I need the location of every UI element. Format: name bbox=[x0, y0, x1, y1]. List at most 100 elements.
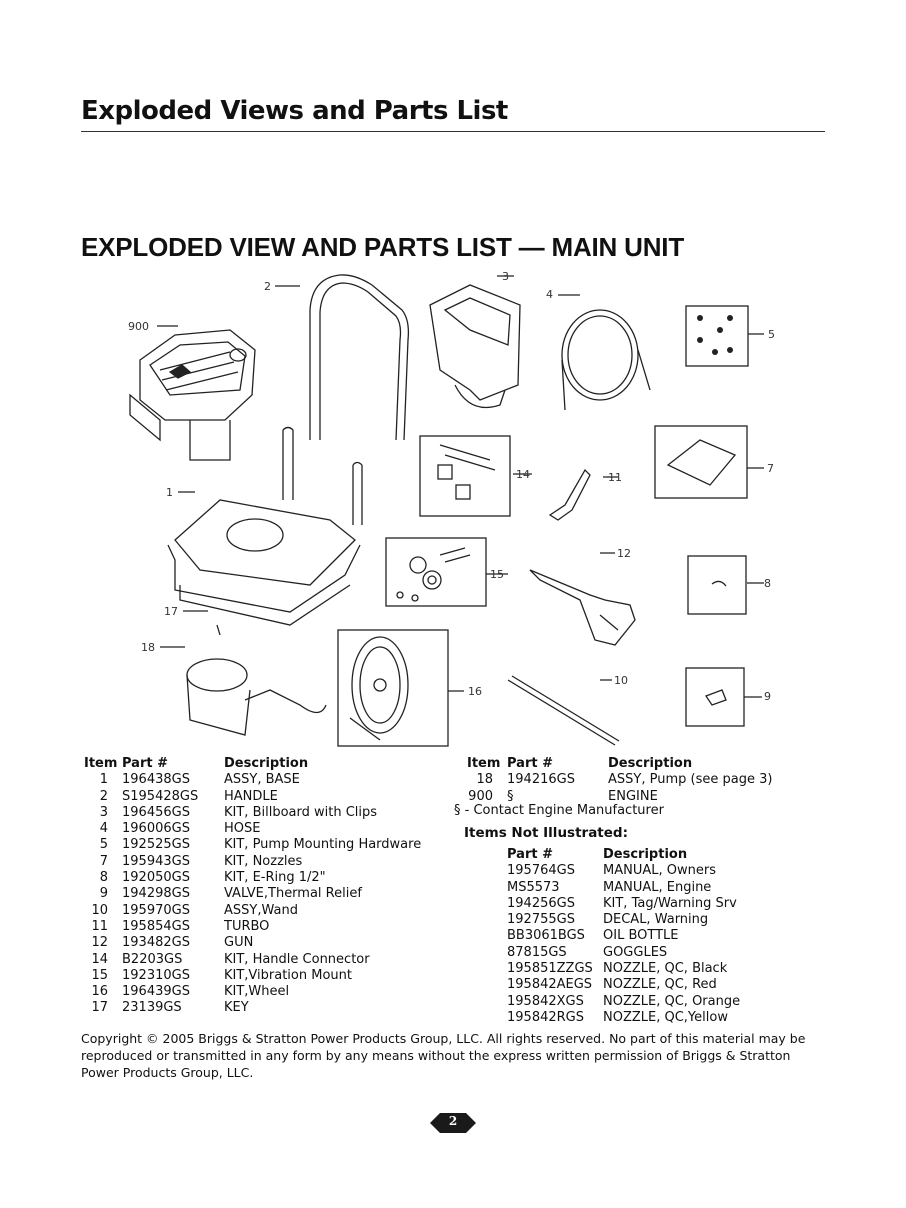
callout-11: 11 bbox=[608, 471, 622, 484]
cell-part: 192755GS bbox=[507, 912, 575, 928]
cell-desc: KIT, Nozzles bbox=[224, 853, 303, 869]
cell-item: 1 bbox=[99, 772, 108, 788]
cell-part: BB3061BGS bbox=[507, 928, 585, 944]
table-row: 12 193482GS GUN bbox=[84, 935, 444, 951]
cell-part: 195943GS bbox=[122, 853, 190, 869]
section-title: EXPLODED VIEW AND PARTS LIST — MAIN UNIT bbox=[81, 232, 685, 262]
cell-desc: NOZZLE, QC, Red bbox=[603, 977, 717, 993]
cell-item: 14 bbox=[91, 951, 108, 967]
header-item: Item bbox=[467, 756, 501, 771]
cell-desc: KIT, Pump Mounting Hardware bbox=[224, 837, 422, 853]
callout-900: 900 bbox=[128, 320, 149, 333]
cell-part: 195842AEGS bbox=[507, 977, 593, 993]
cell-part: 195842RGS bbox=[507, 1009, 584, 1025]
cell-desc: KIT, Handle Connector bbox=[224, 951, 370, 967]
cell-desc: HANDLE bbox=[224, 788, 278, 804]
pump-illustration bbox=[186, 658, 327, 736]
cell-part: 192050GS bbox=[122, 870, 190, 886]
page-header-title: Exploded Views and Parts List bbox=[81, 96, 508, 126]
cell-part: B2203GS bbox=[122, 951, 183, 967]
copyright-notice: Copyright © 2005 Briggs & Stratton Power… bbox=[81, 1031, 806, 1080]
cell-item: 15 bbox=[91, 967, 108, 983]
cell-part: 194256GS bbox=[507, 895, 575, 911]
callout-10: 10 bbox=[614, 674, 628, 687]
callout-12: 12 bbox=[617, 547, 631, 560]
cell-desc: DECAL, Warning bbox=[603, 912, 709, 928]
engine-note: § - Contact Engine Manufacturer bbox=[454, 803, 664, 818]
callout-14: 14 bbox=[516, 468, 530, 481]
table-row: 14 B2203GS KIT, Handle Connector bbox=[84, 952, 444, 968]
cell-part: 196456GS bbox=[122, 804, 190, 820]
callout-9: 9 bbox=[764, 690, 771, 703]
page-number: 2 bbox=[448, 1114, 458, 1128]
cell-part: 23139GS bbox=[122, 1000, 182, 1016]
cell-desc: NOZZLE, QC,Yellow bbox=[603, 1009, 728, 1025]
header-item: Item bbox=[84, 756, 118, 771]
cell-item: 5 bbox=[99, 837, 108, 853]
callout-16: 16 bbox=[468, 685, 482, 698]
header-part: Part # bbox=[507, 756, 553, 771]
exploded-view-diagram: 900 2 3 4 5 1 14 11 7 12 15 8 17 18 16 1… bbox=[128, 270, 775, 747]
table-row: 5 192525GS KIT, Pump Mounting Hardware bbox=[84, 837, 444, 853]
handle-illustration bbox=[309, 274, 410, 441]
cell-desc: MANUAL, Owners bbox=[603, 863, 716, 879]
cell-desc: KIT, Tag/Warning Srv bbox=[603, 895, 737, 911]
callout-17: 17 bbox=[164, 605, 178, 618]
header-part: Part # bbox=[507, 847, 553, 862]
billboard-illustration bbox=[429, 284, 521, 409]
cell-part: 194298GS bbox=[122, 886, 190, 902]
cell-desc: KIT, E-Ring 1/2" bbox=[224, 870, 326, 886]
cell-desc: ASSY,Wand bbox=[224, 902, 298, 918]
cell-desc: HOSE bbox=[224, 821, 261, 837]
cell-desc: ENGINE bbox=[608, 788, 658, 804]
cell-item: 10 bbox=[91, 902, 108, 918]
cell-desc: ASSY, Pump (see page 3) bbox=[608, 772, 773, 788]
callout-8: 8 bbox=[764, 577, 771, 590]
header-description: Description bbox=[608, 756, 693, 771]
cell-part: § bbox=[507, 788, 514, 804]
cell-desc: GUN bbox=[224, 935, 254, 951]
table-row: 2 S195428GS HANDLE bbox=[84, 789, 444, 805]
cell-part: 196438GS bbox=[122, 772, 190, 788]
header-divider bbox=[81, 131, 825, 132]
cell-part: 195842XGS bbox=[507, 993, 584, 1009]
cell-part: 196006GS bbox=[122, 821, 190, 837]
hose-illustration bbox=[561, 309, 651, 411]
items-not-illustrated-title: Items Not Illustrated: bbox=[464, 825, 628, 841]
cell-part: 194216GS bbox=[507, 772, 575, 788]
cell-item: 16 bbox=[91, 984, 108, 1000]
callout-2: 2 bbox=[264, 280, 271, 293]
callout-15: 15 bbox=[490, 568, 504, 581]
cell-desc: KIT, Billboard with Clips bbox=[224, 804, 378, 820]
callout-7: 7 bbox=[767, 462, 774, 475]
cell-part: MS5573 bbox=[507, 879, 560, 895]
cell-part: 195854GS bbox=[122, 918, 190, 934]
cell-item: 12 bbox=[91, 935, 108, 951]
cell-item: 2 bbox=[99, 788, 108, 804]
cell-part: 193482GS bbox=[122, 935, 190, 951]
cell-part: S195428GS bbox=[122, 788, 199, 804]
cell-item: 900 bbox=[468, 788, 493, 804]
header-part: Part # bbox=[122, 756, 168, 771]
hardware-box bbox=[685, 305, 749, 367]
cell-desc: TURBO bbox=[224, 918, 270, 934]
table-header: Part # Description bbox=[507, 847, 807, 863]
cell-desc: ASSY, BASE bbox=[224, 772, 300, 788]
callout-3: 3 bbox=[502, 270, 509, 283]
cell-item: 7 bbox=[99, 853, 108, 869]
cell-item: 3 bbox=[99, 804, 108, 820]
cell-part: 192525GS bbox=[122, 837, 190, 853]
